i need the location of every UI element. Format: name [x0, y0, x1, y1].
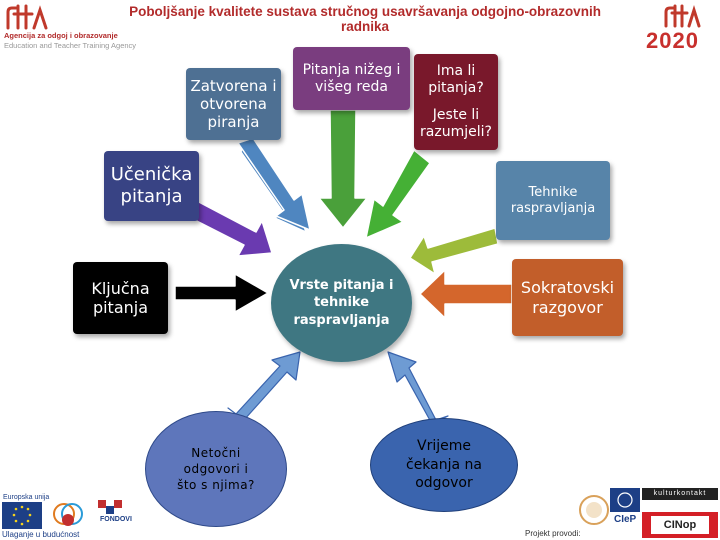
arrow-netocni [227, 351, 301, 421]
eu-flag [2, 502, 42, 529]
node-zatvorena-label: Zatvorena i otvorena piranja [190, 77, 277, 131]
agency-name-hr: Agencija za odgoj i obrazovanje [4, 31, 118, 40]
fondovi-label: FONDOVI [100, 516, 132, 523]
node-kljucna-label: Ključna pitanja [91, 278, 150, 317]
cie-label: CIeP [614, 514, 637, 525]
node-kljucna: Ključna pitanja [73, 262, 168, 334]
arrow-sokratovski [419, 269, 513, 319]
jeste-li-line2: razumjeli? [420, 124, 492, 140]
agency-name-en: Education and Teacher Training Agency [4, 41, 137, 50]
agency-logo [6, 4, 48, 30]
center-node-label: Vrste pitanja i tehnike raspravljanja [289, 277, 394, 328]
jeste-li-line1: Jeste li [432, 107, 480, 124]
center-node: Vrste pitanja i tehnike raspravljanja [271, 244, 412, 362]
ima-li-line1: Ima li [436, 63, 476, 80]
project-label: Projekt provodi: [525, 529, 581, 538]
future-label: Ulaganje u budućnost [2, 530, 80, 539]
year-label: 2020 [646, 28, 699, 53]
arrow-jeste [365, 149, 431, 239]
node-tehnike: Tehnike raspravljanja [496, 161, 610, 240]
node-nizeg-viseg: Pitanja nižeg i višeg reda [293, 47, 410, 110]
node-sokratovski: Sokratovski razgovor [512, 259, 623, 336]
globe-logo [610, 488, 640, 512]
node-vrijeme: Vrijeme čekanja na odgovor [370, 418, 518, 512]
kulturkontakt-logo: kulturkontakt [642, 488, 718, 500]
open-badge-logo [579, 495, 609, 525]
node-sokratovski-label: Sokratovski razgovor [520, 278, 615, 317]
node-zatvorena: Zatvorena i otvorena piranja [186, 68, 281, 140]
node-ima-li: Ima li pitanja? Jeste li razumjeli? [414, 54, 498, 150]
etta-2020-logo [664, 4, 701, 28]
node-netocni: Netočni odgovori i što s njima? [145, 411, 287, 527]
esf-logo [53, 503, 83, 526]
ima-li-line2: pitanja? [428, 80, 484, 96]
node-tehnike-label: Tehnike raspravljanja [510, 184, 596, 216]
page-title: Poboljšanje kvalitete sustava stručnog u… [129, 4, 601, 34]
ima-li-question: Ima li pitanja? [428, 63, 484, 97]
node-ucenicka-label: Učenička pitanja [110, 164, 193, 207]
arrow-kljucna [174, 273, 269, 313]
eu-label: Europska unija [3, 494, 50, 501]
node-nizeg-viseg-label: Pitanja nižeg i višeg reda [302, 61, 401, 95]
cinop-logo: CINop [642, 512, 718, 538]
arrow-tehnike [409, 227, 499, 275]
node-vrijeme-label: Vrijeme čekanja na odgovor [406, 437, 482, 492]
arrow-zatvorena-body [237, 137, 311, 231]
cinop-label: CINop [651, 516, 709, 534]
node-ucenicka: Učenička pitanja [104, 151, 199, 221]
fondovi-icon [98, 500, 122, 514]
jeste-li-question: Jeste li razumjeli? [420, 107, 492, 141]
arrow-nizeg [318, 109, 368, 229]
arrow-vrijeme [387, 351, 449, 425]
node-netocni-label: Netočni odgovori i što s njima? [177, 445, 255, 493]
